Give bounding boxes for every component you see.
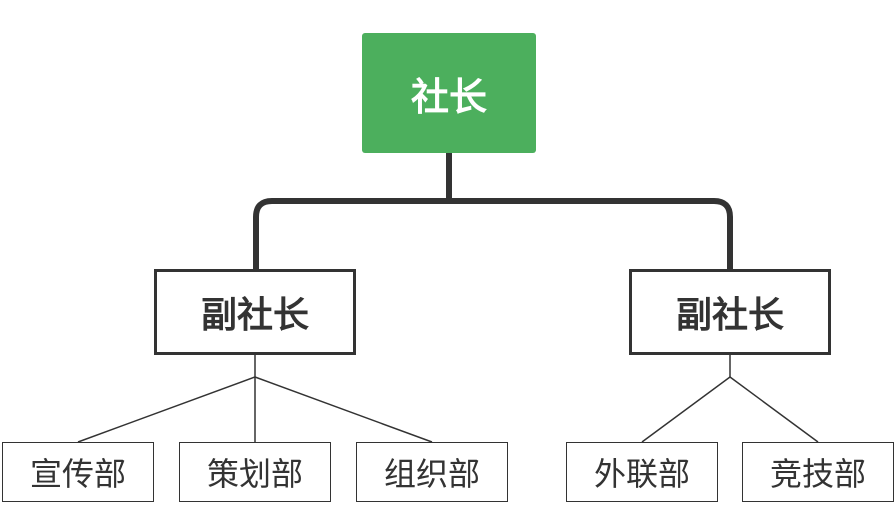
vice-president-label: 副社长 [675, 295, 784, 336]
department-label: 策划部 [206, 455, 303, 493]
left-branch-connector [77, 355, 433, 443]
vice-president-node-left: 副社长 [154, 269, 356, 355]
vice-president-node-right: 副社长 [629, 269, 831, 355]
department-node-external: 外联部 [566, 442, 718, 502]
department-label: 竞技部 [769, 455, 866, 493]
department-node-publicity: 宣传部 [2, 442, 154, 502]
department-label: 外联部 [593, 455, 690, 493]
department-label: 组织部 [383, 455, 480, 493]
vice-president-label: 副社长 [200, 295, 309, 336]
right-branch-connector [641, 355, 819, 443]
root-label: 社长 [410, 74, 487, 119]
root-connector [253, 150, 733, 273]
department-node-competition: 竞技部 [742, 442, 894, 502]
department-node-planning: 策划部 [179, 442, 331, 502]
department-label: 宣传部 [29, 455, 126, 493]
department-node-organization: 组织部 [356, 442, 508, 502]
root-node: 社长 [362, 33, 536, 153]
